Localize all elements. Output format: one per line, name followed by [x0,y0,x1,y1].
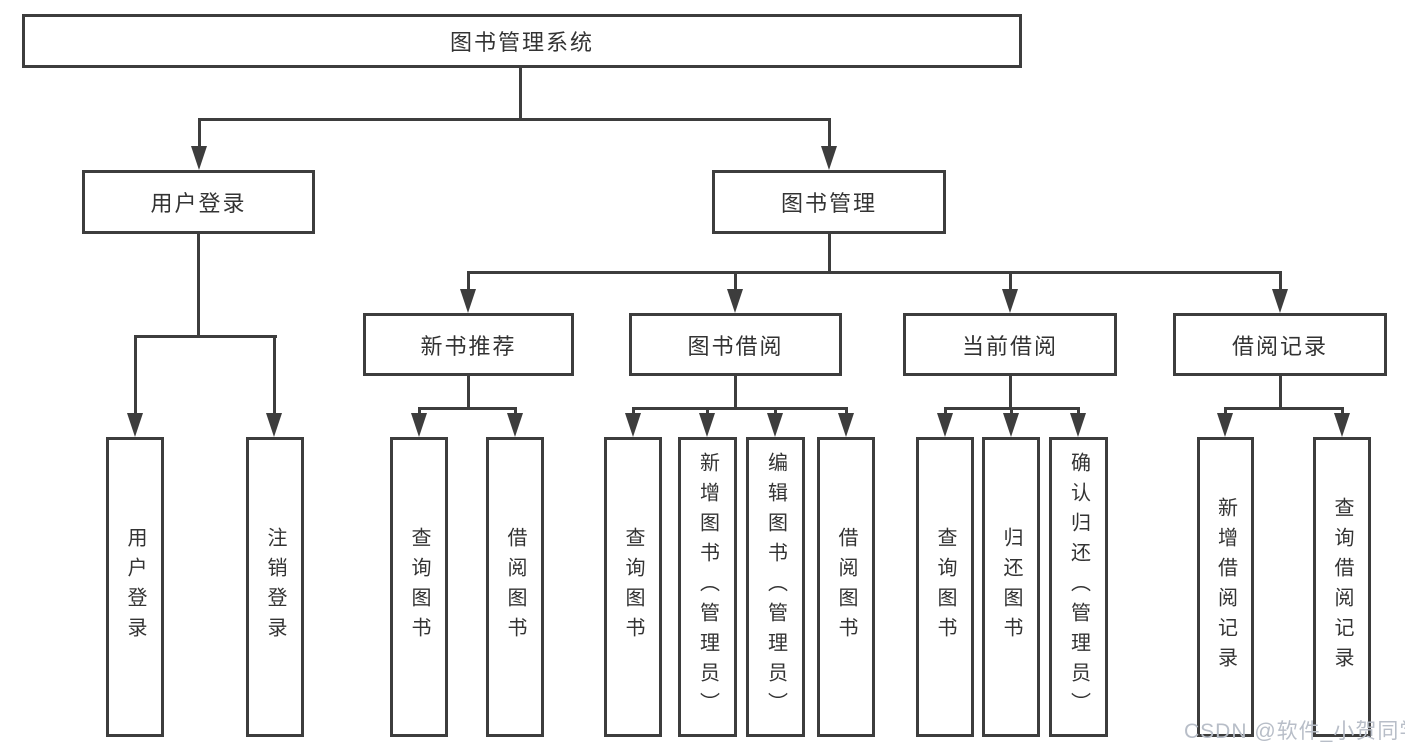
arrow-down-icon [507,413,523,437]
csdn-watermark: CSDN @软件_小贺同学 [1184,720,1405,743]
arrow-down-icon [937,413,953,437]
connector-module3-stem [1009,376,1012,407]
leaf-edit-books-admin-label: 编辑图书（管理员） [764,452,787,722]
node-borrow-records: 借阅记录 [1173,313,1387,376]
arrow-down-icon [767,413,783,437]
leaf-confirm-return-admin-label: 确认归还（管理员） [1067,452,1090,722]
node-book-borrow: 图书借阅 [629,313,842,376]
connector-leaf2-drop [273,335,276,415]
connector-leaf10-drop [1010,407,1013,417]
arrow-down-icon [1070,413,1086,437]
connector-leaf11-drop [1077,407,1080,417]
leaf-logout-label: 注销登录 [264,527,286,647]
leaf-borrow-books: 借阅图书 [817,437,875,737]
leaf-edit-books-admin: 编辑图书（管理员） [746,437,805,737]
leaf-query-borrow-record: 查询借阅记录 [1313,437,1371,737]
leaf-add-books-admin-label: 新增图书（管理员） [696,452,719,722]
connector-leaf6-drop [706,407,709,417]
connector-leaf7-drop [774,407,777,417]
connector-leaf5-drop [632,407,635,417]
leaf-borrow-books-recommend: 借阅图书 [486,437,544,737]
arrow-down-icon [1334,413,1350,437]
arrow-down-icon [821,146,837,170]
arrow-down-icon [727,289,743,313]
arrow-down-icon [191,146,207,170]
connector-branch1-drop [198,118,201,148]
connector-module1-stem [467,376,470,407]
connector-module2-hline [632,407,848,410]
node-root-label: 图书管理系统 [449,30,594,55]
arrow-down-icon [1217,413,1233,437]
connector-userlogin-stem [197,234,200,335]
node-new-book-recommend-label: 新书推荐 [420,333,517,359]
connector-modules-hline [467,271,1282,274]
arrow-down-icon [625,413,641,437]
connector-bookmgmt-stem [828,234,831,271]
node-user-login-label: 用户登录 [150,191,247,216]
node-book-management: 图书管理 [712,170,946,234]
connector-module4-drop [1279,271,1282,293]
arrow-down-icon [266,413,282,437]
connector-module1-drop [467,271,470,293]
arrow-down-icon [699,413,715,437]
connector-leaf13-drop [1341,407,1344,417]
connector-leaf8-drop [845,407,848,417]
connector-leaf4-drop [514,407,517,417]
node-new-book-recommend: 新书推荐 [363,313,574,376]
connector-leaf9-drop [944,407,947,417]
leaf-borrow-books-label: 借阅图书 [835,527,857,647]
node-borrow-records-label: 借阅记录 [1231,333,1328,359]
leaf-user-login: 用户登录 [106,437,164,737]
leaf-query-books-current-label: 查询图书 [934,527,956,647]
arrow-down-icon [1003,413,1019,437]
leaf-add-borrow-record: 新增借阅记录 [1197,437,1254,737]
arrow-down-icon [1272,289,1288,313]
leaf-query-books-recommend: 查询图书 [390,437,448,737]
connector-module1-hline [418,407,517,410]
leaf-confirm-return-admin: 确认归还（管理员） [1049,437,1108,737]
leaf-logout: 注销登录 [246,437,304,737]
leaf-return-books: 归还图书 [982,437,1040,737]
connector-module2-stem [734,376,737,407]
leaf-query-borrow-record-label: 查询借阅记录 [1331,497,1353,677]
connector-leaf12-drop [1224,407,1227,417]
leaf-query-books-current: 查询图书 [916,437,974,737]
arrow-down-icon [411,413,427,437]
node-user-login: 用户登录 [82,170,315,234]
node-book-management-label: 图书管理 [780,191,877,216]
arrow-down-icon [1002,289,1018,313]
connector-module4-stem [1279,376,1282,407]
leaf-query-books-borrow-label: 查询图书 [622,527,644,647]
node-root: 图书管理系统 [22,14,1022,68]
arrow-down-icon [838,413,854,437]
connector-leaf3-drop [418,407,421,417]
connector-leaf1-drop [134,335,137,415]
leaf-query-books-recommend-label: 查询图书 [408,527,430,647]
leaf-user-login-label: 用户登录 [124,527,146,647]
leaf-query-books-borrow: 查询图书 [604,437,662,737]
leaf-return-books-label: 归还图书 [1000,527,1022,647]
node-current-borrow: 当前借阅 [903,313,1117,376]
leaf-add-books-admin: 新增图书（管理员） [678,437,737,737]
connector-root-hline [198,118,831,121]
connector-userlogin-hline [134,335,277,338]
connector-root-stem [519,68,522,118]
connector-module2-drop [734,271,737,293]
connector-module4-hline [1224,407,1344,410]
connector-branch2-drop [828,118,831,148]
leaf-borrow-books-recommend-label: 借阅图书 [504,527,526,647]
connector-module3-drop [1009,271,1012,293]
node-book-borrow-label: 图书借阅 [687,333,784,359]
leaf-add-borrow-record-label: 新增借阅记录 [1214,497,1237,677]
arrow-down-icon [460,289,476,313]
arrow-down-icon [127,413,143,437]
node-current-borrow-label: 当前借阅 [961,333,1058,359]
